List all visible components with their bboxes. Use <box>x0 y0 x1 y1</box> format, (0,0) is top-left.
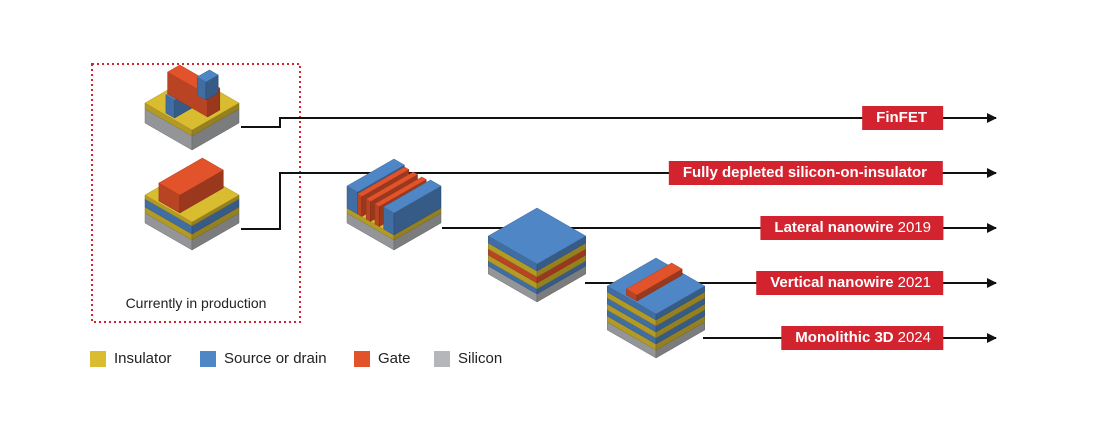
fin-back-top <box>196 69 219 83</box>
legend-label: Silicon <box>458 350 503 367</box>
production-box <box>91 63 301 323</box>
gate-finger-top <box>357 166 410 197</box>
legend-label: Gate <box>378 350 411 367</box>
tag-name: Lateral nanowire <box>774 219 894 236</box>
finfet-line <box>241 113 997 128</box>
finfet-device <box>144 64 240 151</box>
legend-label: Source or drain <box>224 350 327 367</box>
tag-fdsoi: Fully depleted silicon-on-insulator <box>668 161 943 185</box>
tag-finfet: FinFET <box>862 106 943 130</box>
source-top <box>346 158 405 193</box>
drain-top <box>383 179 442 214</box>
tag-name: FinFET <box>876 109 927 126</box>
monolithic-3d-device <box>606 257 706 359</box>
tag-name: Monolithic 3D <box>795 329 894 346</box>
lateral-nanowire-device <box>346 158 442 251</box>
fdsoi-line <box>241 168 997 230</box>
tag-year: 2024 <box>897 329 931 346</box>
gate-finger-top <box>365 171 419 202</box>
tag-name: Vertical nanowire <box>770 274 894 291</box>
legend-swatch-gate <box>354 351 370 367</box>
tag-name: Fully depleted silicon-on-insulator <box>682 164 927 181</box>
fdsoi-device <box>144 157 240 251</box>
tag-year: 2019 <box>897 219 931 236</box>
legend-swatch-silicon <box>434 351 450 367</box>
legend-swatch-insulator <box>90 351 106 367</box>
gate-finger-front <box>365 198 371 222</box>
top-source-top <box>487 207 587 265</box>
production-label: Currently in production <box>125 295 267 311</box>
tag-year: 2021 <box>897 274 931 291</box>
gate-finger-front <box>374 203 380 227</box>
vertical-nanowire-device <box>487 207 587 303</box>
legend-label: Insulator <box>114 350 172 367</box>
legend-swatch-source-drain <box>200 351 216 367</box>
gate-finger-top <box>374 176 427 207</box>
gate-top <box>158 157 224 196</box>
gate-finger-front <box>357 193 363 217</box>
top-gate-top <box>625 262 683 296</box>
